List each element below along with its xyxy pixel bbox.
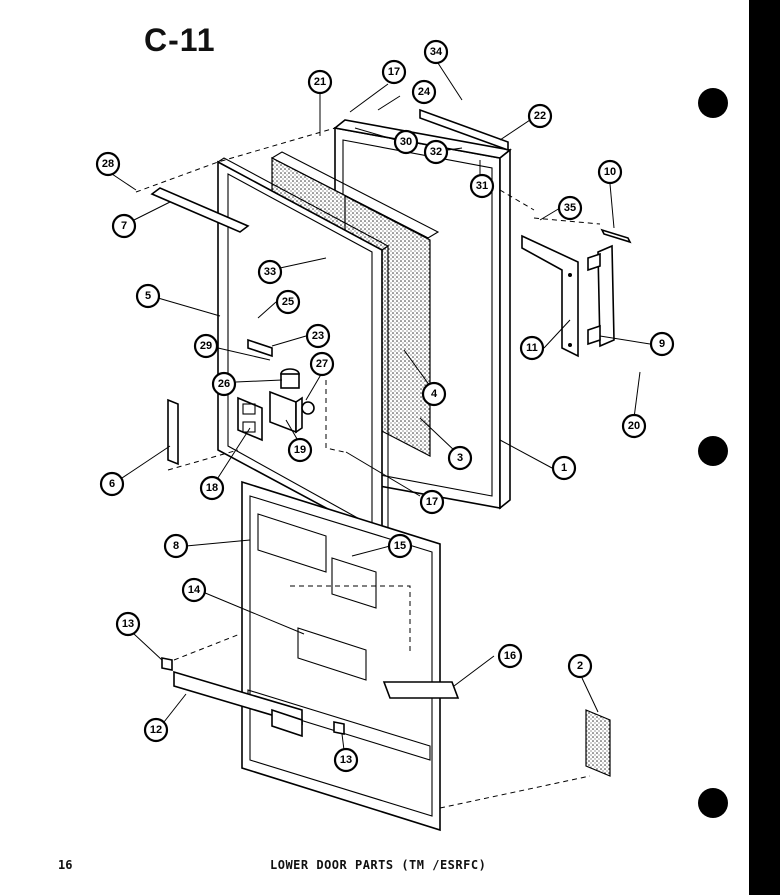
svg-text:29: 29 (200, 340, 212, 352)
svg-text:21: 21 (314, 76, 326, 88)
callout-27: 27 (309, 351, 335, 377)
callout-24: 24 (411, 79, 437, 105)
callout-33: 33 (257, 259, 283, 285)
callout-25: 25 (275, 289, 301, 315)
callout-22: 22 (527, 103, 553, 129)
callout-17-top: 17 (381, 59, 407, 85)
callout-28: 28 (95, 151, 121, 177)
callout-18: 18 (199, 475, 225, 501)
callout-12: 12 (143, 717, 169, 743)
callout-10: 10 (597, 159, 623, 185)
shelf-clip (161, 657, 173, 671)
svg-text:13: 13 (122, 618, 134, 630)
svg-text:19: 19 (294, 444, 306, 456)
callout-15: 15 (387, 533, 413, 559)
hinge-block-assembly (247, 338, 315, 434)
svg-text:1: 1 (561, 462, 567, 474)
callout-31: 31 (469, 173, 495, 199)
page-edge-bar (749, 0, 780, 895)
svg-text:17: 17 (426, 496, 438, 508)
svg-text:16: 16 (504, 650, 516, 662)
svg-text:15: 15 (394, 540, 406, 552)
svg-text:4: 4 (431, 388, 438, 400)
svg-text:5: 5 (145, 290, 151, 302)
callout-32: 32 (423, 139, 449, 165)
callout-5: 5 (135, 283, 161, 309)
callout-9: 9 (649, 331, 675, 357)
callout-16: 16 (497, 643, 523, 669)
page-number: 16 (58, 858, 73, 872)
svg-text:30: 30 (400, 136, 412, 148)
callout-7: 7 (111, 213, 137, 239)
svg-text:33: 33 (264, 266, 276, 278)
svg-text:32: 32 (430, 146, 442, 158)
callout-29: 29 (193, 333, 219, 359)
svg-text:10: 10 (604, 166, 616, 178)
callout-34: 34 (423, 39, 449, 65)
callout-6: 6 (99, 471, 125, 497)
svg-text:9: 9 (659, 338, 665, 350)
svg-text:22: 22 (534, 110, 546, 122)
alignment-lines (135, 127, 601, 809)
callout-17-mid: 17 (419, 489, 445, 515)
callout-8: 8 (163, 533, 189, 559)
callout-13-bottom: 13 (333, 747, 359, 773)
binder-hole-bottom (698, 788, 728, 818)
callout-3: 3 (447, 445, 473, 471)
svg-text:25: 25 (282, 296, 294, 308)
shelf-clip-lower (333, 721, 345, 735)
callout-20: 20 (621, 413, 647, 439)
callout-1: 1 (551, 455, 577, 481)
page-title: C-11 (144, 22, 216, 58)
svg-text:11: 11 (526, 342, 538, 354)
binder-hole-middle (698, 436, 728, 466)
svg-text:8: 8 (173, 540, 179, 552)
callout-30: 30 (393, 129, 419, 155)
svg-text:14: 14 (188, 584, 201, 596)
callout-23: 23 (305, 323, 331, 349)
lower-inner-panel (241, 480, 441, 832)
callout-19: 19 (287, 437, 313, 463)
callout-26: 26 (211, 371, 237, 397)
svg-text:23: 23 (312, 330, 324, 342)
svg-text:2: 2 (577, 660, 583, 672)
callout-11: 11 (519, 335, 545, 361)
svg-text:26: 26 (218, 378, 230, 390)
svg-text:6: 6 (109, 478, 115, 490)
svg-text:34: 34 (430, 46, 443, 58)
binder-hole-top (698, 88, 728, 118)
top-trim-strip (150, 187, 250, 233)
diagram-caption: LOWER DOOR PARTS (TM /ESRFC) (270, 858, 487, 872)
top-hinge-cap (419, 108, 509, 152)
callout-14: 14 (181, 577, 207, 603)
callout-4: 4 (421, 381, 447, 407)
svg-text:24: 24 (418, 86, 431, 98)
svg-text:35: 35 (564, 202, 576, 214)
callout-2: 2 (567, 653, 593, 679)
svg-text:7: 7 (121, 220, 127, 232)
switch-plate (237, 396, 263, 442)
callouts: 21 17 34 24 22 30 32 31 28 7 10 35 33 5 … (95, 39, 675, 773)
svg-text:27: 27 (316, 358, 328, 370)
svg-text:3: 3 (457, 452, 463, 464)
leader-lines (111, 59, 651, 751)
svg-text:17: 17 (388, 66, 400, 78)
svg-text:31: 31 (476, 180, 488, 192)
shelf-rail-end (271, 708, 303, 738)
callout-13-left: 13 (115, 611, 141, 637)
svg-text:28: 28 (102, 158, 114, 170)
svg-text:12: 12 (150, 724, 162, 736)
callout-35: 35 (557, 195, 583, 221)
svg-text:13: 13 (340, 754, 352, 766)
butter-tray (382, 681, 460, 699)
callout-21: 21 (307, 69, 333, 95)
side-trim (585, 709, 611, 777)
svg-text:20: 20 (628, 420, 640, 432)
side-strip (167, 398, 179, 466)
svg-text:18: 18 (206, 482, 218, 494)
door-handle (587, 228, 632, 348)
